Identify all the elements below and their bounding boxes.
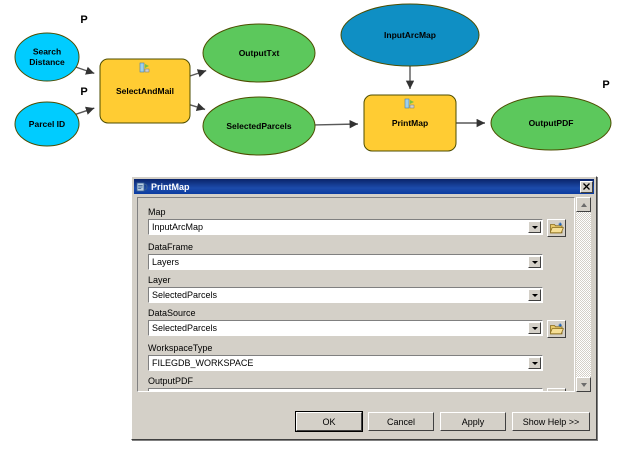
dialog-titlebar[interactable]: PrintMap <box>134 179 594 194</box>
open-folder-icon <box>549 222 564 233</box>
model-node-output-pdf[interactable]: OutputPDF <box>490 95 612 151</box>
dropdown-arrow-button[interactable] <box>528 357 541 369</box>
close-icon <box>583 183 590 190</box>
parameter-value[interactable]: InputArcMap <box>152 222 204 232</box>
parameter-label: Map <box>148 207 166 217</box>
connector-parcel-id-to-select-and-mail <box>75 106 95 115</box>
browse-button-spacer <box>547 254 566 270</box>
model-node-parcel-id[interactable]: Parcel ID <box>14 101 80 147</box>
browse-button-spacer <box>547 355 566 371</box>
model-node-print-map[interactable]: PrintMap <box>363 94 457 152</box>
connector-selected-parcels-to-print-map <box>314 119 359 129</box>
combobox-dataframe[interactable]: Layers <box>148 254 543 270</box>
model-node-output-txt[interactable]: OutputTxt <box>202 23 316 83</box>
show-help-button[interactable]: Show Help >> <box>512 412 590 431</box>
dropdown-arrow-button[interactable] <box>528 322 541 334</box>
combobox-layer[interactable]: SelectedParcels <box>148 287 543 303</box>
parameter-control: SelectedParcels <box>148 287 566 303</box>
chevron-down-icon <box>531 260 538 264</box>
browse-button-map[interactable] <box>547 219 566 237</box>
parameter-label: DataSource <box>148 308 196 318</box>
browse-button-spacer <box>547 287 566 303</box>
connector-select-and-mail-to-output-txt <box>189 69 207 78</box>
node-shape <box>490 95 612 151</box>
browse-button-outputpdf[interactable] <box>547 388 566 393</box>
parameter-row-outputpdf: OutputPDF E:\pub\Discovery\DiscoveryTests… <box>148 375 566 393</box>
parameter-control: InputArcMap <box>148 219 566 237</box>
parameter-value[interactable]: E:\pub\Discovery\DiscoveryTests\Select\T… <box>149 389 542 391</box>
browse-button-datasource[interactable] <box>547 320 566 338</box>
parameter-control: SelectedParcels <box>148 320 566 338</box>
ok-button[interactable]: OK <box>295 411 363 432</box>
parameter-marker-output-pdf: P <box>602 79 609 91</box>
chevron-down-icon <box>531 293 538 297</box>
scroll-down-button[interactable] <box>576 377 591 392</box>
parameter-label: OutputPDF <box>148 376 194 386</box>
parameter-value[interactable]: FILEGDB_WORKSPACE <box>152 358 254 368</box>
combobox-datasource[interactable]: SelectedParcels <box>148 320 543 336</box>
triangle-down-icon <box>580 382 587 387</box>
dropdown-arrow-button[interactable] <box>528 256 541 268</box>
open-folder-icon <box>549 323 564 334</box>
scroll-up-button[interactable] <box>576 197 591 212</box>
node-shape <box>14 32 80 82</box>
dropdown-arrow-button[interactable] <box>528 221 541 233</box>
apply-button[interactable]: Apply <box>440 412 506 431</box>
chevron-down-icon <box>531 225 538 229</box>
parameter-value[interactable]: SelectedParcels <box>152 290 218 300</box>
script-tool-icon <box>404 98 415 109</box>
connector-search-distance-to-select-and-mail <box>75 66 95 75</box>
model-node-selected-parcels[interactable]: SelectedParcels <box>202 96 316 156</box>
close-button[interactable] <box>580 180 593 193</box>
node-shape <box>202 23 316 83</box>
parameter-value[interactable]: Layers <box>152 257 180 267</box>
model-node-select-and-mail[interactable]: SelectAndMail <box>99 58 191 124</box>
node-shape <box>99 58 191 124</box>
node-shape <box>14 101 80 147</box>
parameter-label: DataFrame <box>148 242 194 252</box>
connector-select-and-mail-to-selected-parcels <box>189 102 206 111</box>
parameter-marker-parcel-id: P <box>80 86 87 98</box>
connector-layer <box>75 66 485 129</box>
combobox-map[interactable]: InputArcMap <box>148 219 543 235</box>
node-shape <box>363 94 457 152</box>
dialog-title: PrintMap <box>151 181 190 192</box>
cancel-button[interactable]: Cancel <box>368 412 434 431</box>
parameter-control: Layers <box>148 254 566 270</box>
parameter-panel-scrollbar[interactable] <box>575 197 591 392</box>
parameter-label: Layer <box>148 275 171 285</box>
dropdown-arrow-button[interactable] <box>528 289 541 301</box>
triangle-up-icon <box>580 202 587 207</box>
node-shape <box>340 3 480 67</box>
model-node-input-arcmap[interactable]: InputArcMap <box>340 3 480 67</box>
script-tool-icon <box>139 62 150 73</box>
open-folder-icon <box>550 391 564 393</box>
text-input-outputpdf[interactable]: E:\pub\Discovery\DiscoveryTests\Select\T… <box>148 388 543 391</box>
script-tool-icon <box>136 182 148 191</box>
combobox-workspacetype[interactable]: FILEGDB_WORKSPACE <box>148 355 543 371</box>
dialog-button-row: OK Cancel Apply Show Help >> <box>132 411 590 432</box>
chevron-down-icon <box>531 326 538 330</box>
scrollbar-track[interactable] <box>576 212 591 377</box>
parameter-label: WorkspaceType <box>148 343 213 353</box>
parameter-value[interactable]: SelectedParcels <box>152 323 218 333</box>
chevron-down-icon <box>531 361 538 365</box>
parameter-control: E:\pub\Discovery\DiscoveryTests\Select\T… <box>148 388 566 393</box>
parameter-marker-search-distance: P <box>80 14 87 26</box>
parameter-control: FILEGDB_WORKSPACE <box>148 355 566 371</box>
node-shape <box>202 96 316 156</box>
